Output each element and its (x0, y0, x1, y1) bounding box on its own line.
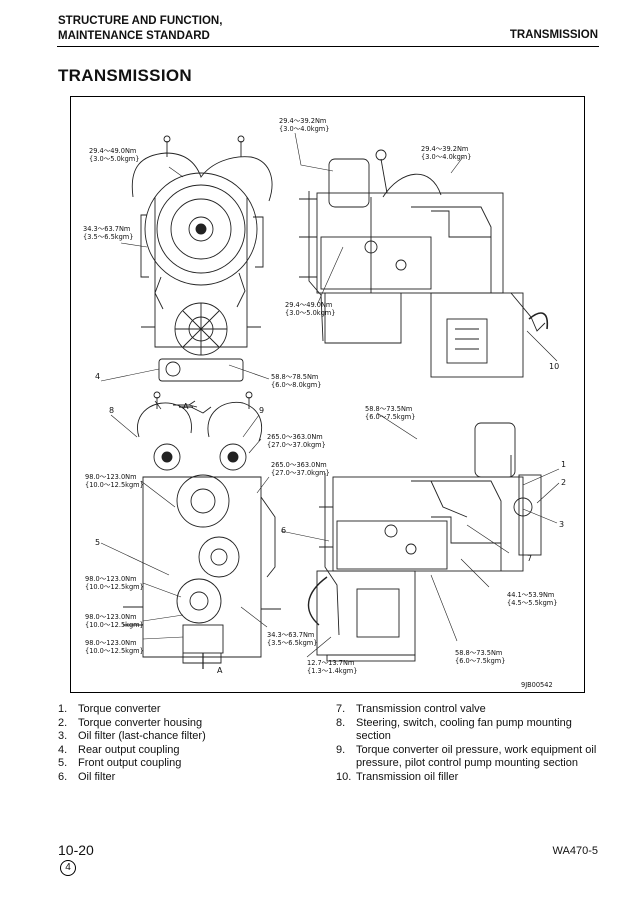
callout-section-a-bottom: A (217, 666, 223, 675)
torque-label: 29.4～49.0Nm (285, 301, 332, 309)
torque-label: 265.0～363.0Nm (271, 461, 327, 469)
torque-label: {3.5～6.5kgm} (267, 639, 317, 647)
page-title: TRANSMISSION (58, 66, 192, 85)
header-section: TRANSMISSION (509, 29, 598, 41)
header-line-2: MAINTENANCE STANDARD (58, 30, 210, 42)
torque-label: {10.0～12.5kgm} (85, 647, 144, 655)
legend-item: 6.Oil filter (58, 770, 116, 783)
torque-label: {3.0～5.0kgm} (89, 155, 139, 163)
torque-label: {6.0～8.0kgm} (271, 381, 321, 389)
torque-label: 58.8～73.5Nm (365, 405, 412, 413)
legend-item: 9.Torque converter oil pressure, work eq… (336, 743, 597, 770)
header-title: STRUCTURE AND FUNCTION, MAINTENANCE STAN… (58, 14, 222, 44)
torque-label: 265.0～363.0Nm (267, 433, 323, 441)
front-view-drawing (131, 135, 273, 382)
torque-label: 29.4～39.2Nm (279, 117, 326, 125)
header-rule (57, 46, 599, 47)
callout-1: 1 (561, 460, 566, 469)
transmission-figure: 29.4～39.2Nm {3.0～4.0kgm} 29.4～49.0Nm {3.… (70, 96, 585, 693)
callout-3: 3 (559, 520, 564, 529)
torque-label: 98.0～123.0Nm (85, 613, 137, 621)
torque-label: 34.3～63.7Nm (83, 225, 130, 233)
torque-label: 12.7～13.7Nm (307, 659, 354, 667)
torque-label: 44.1～53.9Nm (507, 591, 554, 599)
legend-item: 5.Front output coupling (58, 757, 182, 770)
torque-label: 98.0～123.0Nm (85, 639, 137, 647)
torque-label: {3.0～5.0kgm} (285, 309, 335, 317)
torque-label: 58.8～73.5Nm (455, 649, 502, 657)
torque-label: 29.4～39.2Nm (421, 145, 468, 153)
legend-item: 7.Transmission control valve (336, 703, 486, 715)
legend-item: 4.Rear output coupling (58, 743, 180, 756)
transmission-drawing: 29.4～39.2Nm {3.0～4.0kgm} 29.4～49.0Nm {3.… (83, 117, 566, 689)
legend-left: 1.Torque converter 2.Torque converter ho… (58, 703, 318, 785)
callout-10: 10 (549, 362, 559, 371)
callout-7: 7 (527, 554, 532, 563)
callout-6: 6 (281, 526, 286, 535)
torque-label: 29.4～49.0Nm (89, 147, 136, 155)
torque-label: {3.0～4.0kgm} (421, 153, 471, 161)
header-line-1: STRUCTURE AND FUNCTION, (58, 15, 223, 27)
legend-right: 7.Transmission control valve 8.Steering,… (336, 703, 598, 785)
side-view-drawing (299, 149, 549, 378)
rear-view-drawing (123, 391, 281, 669)
torque-label: {10.0～12.5kgm} (85, 583, 144, 591)
torque-label: {4.5～5.5kgm} (507, 599, 557, 607)
legend-item: 8.Steering, switch, cooling fan pump mou… (336, 716, 572, 743)
torque-label: {6.0～7.5kgm} (455, 657, 505, 665)
torque-label: {27.0～37.0kgm} (267, 441, 326, 449)
side-view-2-drawing (307, 422, 542, 662)
torque-label: 58.8～78.5Nm (271, 373, 318, 381)
legend-item: 1.Torque converter (58, 703, 161, 715)
torque-label: 98.0～123.0Nm (85, 473, 137, 481)
model-number: WA470-5 (552, 845, 598, 857)
callout-section-a-top: A (183, 402, 189, 411)
page-number: 10-20 (58, 842, 94, 858)
callout-8: 8 (109, 406, 114, 415)
torque-label: 98.0～123.0Nm (85, 575, 137, 583)
torque-label: {1.3～1.4kgm} (307, 667, 357, 675)
callout-2: 2 (561, 478, 566, 487)
torque-label: {10.0～12.5kgm} (85, 621, 144, 629)
legend-item: 10.Transmission oil filler (336, 770, 459, 783)
callout-4: 4 (95, 372, 100, 381)
legend-item: 2.Torque converter housing (58, 716, 203, 729)
callout-9: 9 (259, 406, 264, 415)
torque-label: {27.0～37.0kgm} (271, 469, 330, 477)
legend-item: 3.Oil filter (last-chance filter) (58, 730, 206, 743)
torque-label: 34.3～63.7Nm (267, 631, 314, 639)
revision-badge: 4 (60, 860, 76, 876)
torque-label: {3.5～6.5kgm} (83, 233, 133, 241)
torque-label: {6.0～7.5kgm} (365, 413, 415, 421)
figure-code: 9JB00542 (521, 681, 553, 689)
torque-label: {3.0～4.0kgm} (279, 125, 329, 133)
callout-5: 5 (95, 538, 100, 547)
torque-label: {10.0～12.5kgm} (85, 481, 144, 489)
